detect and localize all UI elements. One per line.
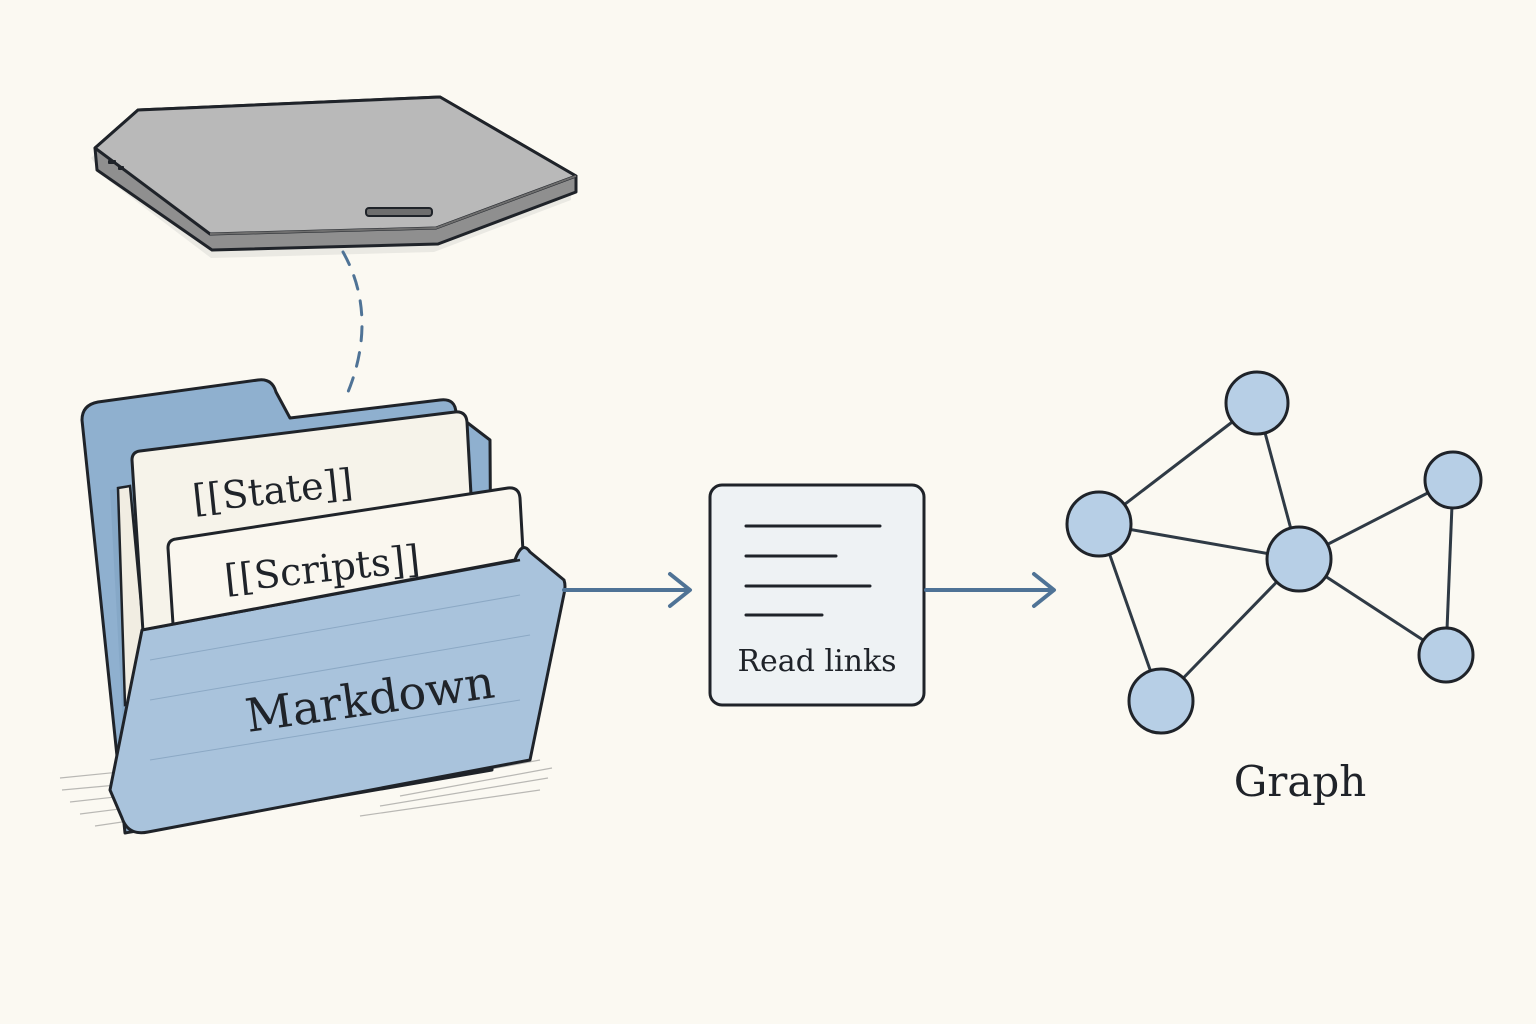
- graph-edge-left-center: [1098, 522, 1300, 561]
- graph-icon: Graph: [1065, 370, 1483, 806]
- laptop-icon: [91, 95, 578, 258]
- graph-node-right-bottom: [1417, 626, 1475, 684]
- document-icon: Read links: [708, 483, 926, 707]
- graph-node-right-top: [1423, 450, 1483, 510]
- graph-label: Graph: [1234, 757, 1367, 806]
- graph-node-center: [1265, 525, 1333, 593]
- sync-connector: [341, 250, 364, 394]
- graph-node-bottom: [1127, 667, 1195, 735]
- graph-node-top: [1224, 370, 1290, 436]
- folder-icon: [[State]] [[Scripts]] Markdown: [59, 378, 567, 835]
- graph-node-left: [1065, 490, 1133, 558]
- arrow-to-reader: [562, 572, 692, 608]
- graph-nodes: [1065, 370, 1483, 735]
- reader-label: Read links: [737, 644, 896, 679]
- arrow-to-graph: [924, 572, 1056, 608]
